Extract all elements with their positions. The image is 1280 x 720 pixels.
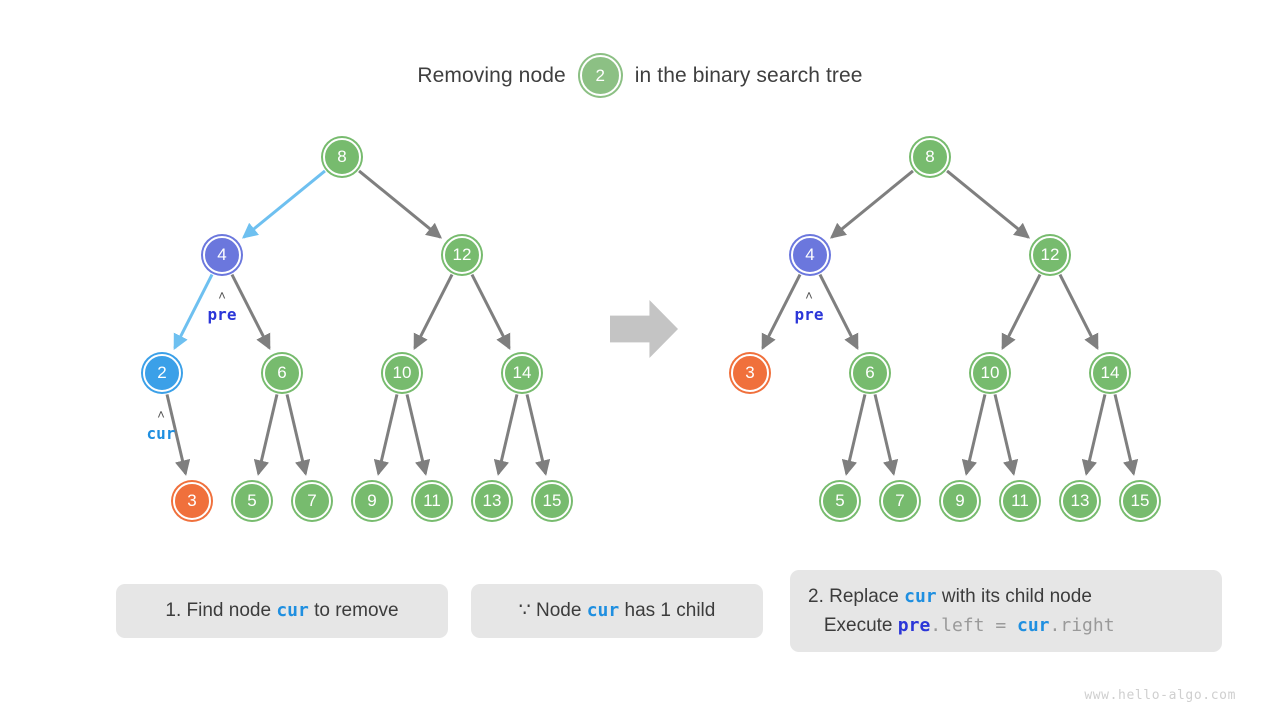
pointer-label-pre: pre (794, 305, 824, 324)
tree-edge (493, 394, 519, 476)
tree-node-8[interactable]: 8 (911, 138, 949, 176)
tree-node-14[interactable]: 14 (1091, 354, 1129, 392)
tree-node-2[interactable]: 2 (143, 354, 181, 392)
caption-text: has 1 child (619, 600, 716, 622)
pointer-caret-icon: ˄ (218, 289, 226, 304)
tree-edge (1001, 273, 1042, 350)
tree-edge (818, 273, 859, 350)
caption-find-cur: 1. Find node cur to remove (116, 584, 448, 638)
tree-node-10[interactable]: 10 (383, 354, 421, 392)
title-text-before: Removing node (417, 63, 566, 87)
tree-node-10[interactable]: 10 (971, 354, 1009, 392)
tree-edge (173, 273, 214, 350)
tree-node-4[interactable]: 4 (203, 236, 241, 274)
tree-node-3[interactable]: 3 (731, 354, 769, 392)
keyword-cur: cur (904, 585, 937, 607)
tree-node-14[interactable]: 14 (503, 354, 541, 392)
tree-node-7[interactable]: 7 (881, 482, 919, 520)
tree-edge (405, 394, 431, 476)
caption-text: with its child node (936, 585, 1092, 607)
caption-text: 2. Replace (808, 585, 905, 607)
tree-node-9[interactable]: 9 (353, 482, 391, 520)
tree-edge (285, 394, 311, 476)
tree-edge (1081, 394, 1107, 476)
caption-one-child: ∵ Node cur has 1 child (471, 584, 763, 638)
pointer-caret-icon: ˄ (805, 289, 813, 304)
pointer-pre: ˄pre (795, 290, 824, 323)
keyword-cur: cur (276, 600, 309, 622)
tree-edge (253, 394, 279, 476)
tree-node-15[interactable]: 15 (1121, 482, 1159, 520)
title-node-badge: 2 (579, 55, 621, 96)
tree-edge (165, 394, 191, 476)
tree-node-4[interactable]: 4 (791, 236, 829, 274)
pointer-cur: ˄cur (147, 409, 176, 442)
caption-text: ∵ Node (518, 600, 587, 622)
watermark: www.hello-algo.com (1084, 688, 1236, 703)
tree-node-11[interactable]: 11 (1001, 482, 1039, 520)
keyword-cur: cur (586, 600, 620, 622)
caption-replace-cur: 2. Replace cur with its child node Execu… (790, 570, 1222, 652)
tree-node-11[interactable]: 11 (413, 482, 451, 520)
caption-text: to remove (308, 600, 399, 622)
tree-edge (946, 169, 1031, 239)
tree-edge (1058, 273, 1099, 350)
pointer-label-cur: cur (146, 424, 176, 443)
tree-node-13[interactable]: 13 (1061, 482, 1099, 520)
tree-edge (525, 394, 551, 476)
code-fragment: .left = (930, 615, 1017, 636)
tree-edge (470, 273, 511, 350)
tree-edge (761, 273, 802, 350)
tree-edge (373, 394, 399, 476)
pointer-caret-icon: ˄ (157, 408, 165, 423)
diagram-title: Removing node 2 in the binary search tre… (0, 55, 1280, 96)
caption-line: 2. Replace cur with its child node (808, 582, 1092, 611)
tree-node-5[interactable]: 5 (821, 482, 859, 520)
tree-edge (993, 394, 1019, 476)
tree-edges (165, 169, 1139, 476)
tree-node-3[interactable]: 3 (173, 482, 211, 520)
tree-edge (961, 394, 987, 476)
tree-edge (841, 394, 867, 476)
tree-node-8[interactable]: 8 (323, 138, 361, 176)
tree-node-12[interactable]: 12 (1031, 236, 1069, 274)
tree-edge (241, 169, 326, 239)
caption-line: Execute pre.left = cur.right (808, 611, 1115, 640)
caption-text: Execute (808, 615, 898, 636)
tree-edge (358, 169, 443, 239)
tree-edge (230, 273, 271, 350)
tree-edge (1113, 394, 1139, 476)
tree-node-5[interactable]: 5 (233, 482, 271, 520)
tree-node-7[interactable]: 7 (293, 482, 331, 520)
keyword-pre: pre (897, 615, 931, 636)
title-text-after: in the binary search tree (634, 63, 863, 87)
code-fragment: .right (1049, 615, 1115, 636)
caption-line: ∵ Node cur has 1 child (519, 596, 716, 625)
tree-node-15[interactable]: 15 (533, 482, 571, 520)
tree-edge (413, 273, 454, 350)
tree-node-12[interactable]: 12 (443, 236, 481, 274)
transition-arrow-group (610, 300, 678, 358)
tree-edge (829, 169, 914, 239)
tree-node-9[interactable]: 9 (941, 482, 979, 520)
tree-node-13[interactable]: 13 (473, 482, 511, 520)
caption-line: 1. Find node cur to remove (165, 596, 398, 625)
pointer-pre: ˄pre (208, 290, 237, 323)
caption-text: 1. Find node (165, 600, 277, 622)
pointer-label-pre: pre (207, 305, 237, 324)
transition-arrow (610, 300, 678, 358)
tree-edge (873, 394, 899, 476)
keyword-cur: cur (1017, 615, 1050, 636)
tree-node-6[interactable]: 6 (263, 354, 301, 392)
tree-node-6[interactable]: 6 (851, 354, 889, 392)
